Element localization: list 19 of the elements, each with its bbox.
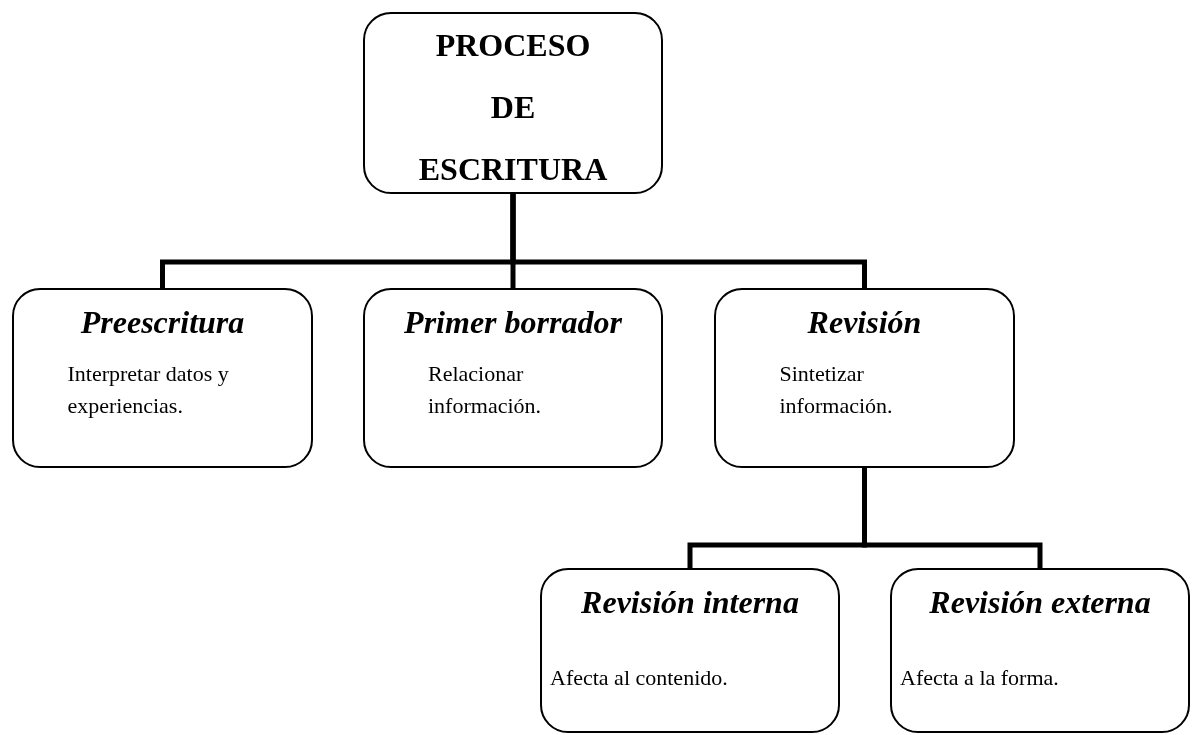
stage-box: [540, 568, 840, 733]
stage-box: [363, 288, 663, 468]
connector-line: [510, 194, 867, 288]
stage-heading: Revisión interna: [581, 583, 799, 622]
stage-description: Afecta al contenido.: [550, 664, 729, 692]
title-text: PROCESO DE ESCRITURA: [417, 26, 609, 189]
stage-box: [890, 568, 1190, 733]
stage-description: Afecta a la forma.: [900, 664, 1060, 692]
stage-box: [714, 288, 1015, 468]
stage-description: Interpretar datos y experiencias.: [67, 360, 230, 420]
connector-line: [862, 468, 1043, 568]
stage-heading: Revisión: [807, 303, 922, 342]
title-box: [363, 12, 663, 194]
stage-heading: Primer borrador: [404, 303, 622, 342]
stage-box: [12, 288, 313, 468]
stage-description: Sintetizar información.: [779, 360, 894, 420]
stage-heading: Preescritura: [80, 303, 245, 342]
stage-description: Relacionar información.: [428, 360, 543, 420]
stage-heading: Revisión externa: [929, 583, 1151, 622]
